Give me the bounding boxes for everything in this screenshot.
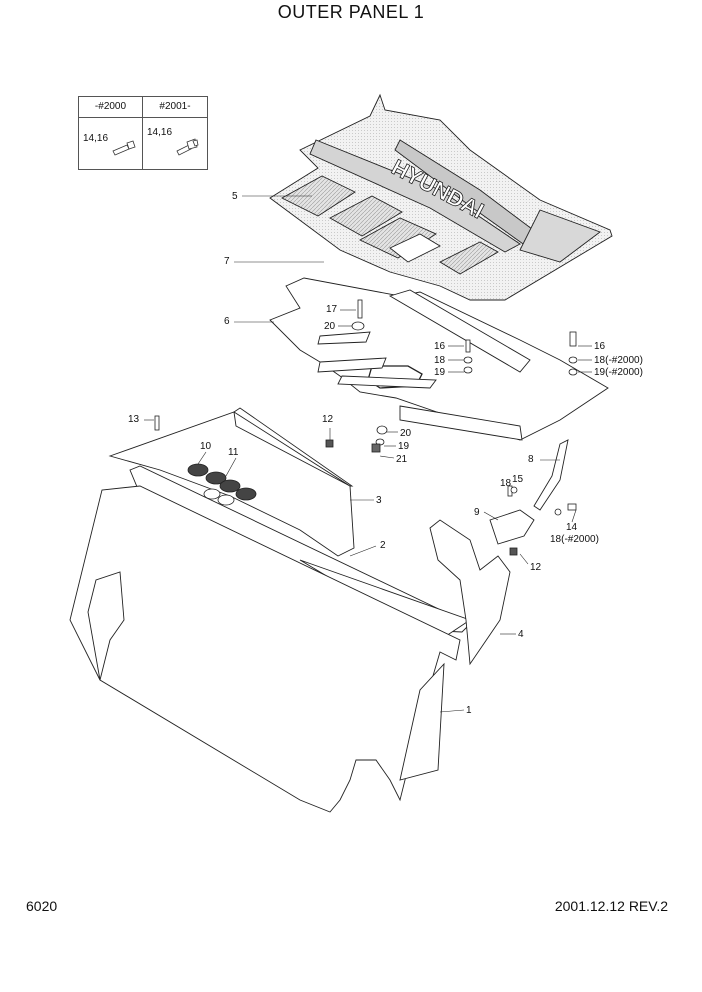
bolt-part-16b [569,331,577,347]
callout-14: 14 [566,522,578,533]
callout-2: 2 [380,540,386,551]
washer-part-19b [568,368,578,376]
bolt-part-16 [465,339,471,353]
bolt-part-14 [567,503,577,511]
callout-11: 11 [228,447,239,458]
callout-18a: 18 [434,355,446,366]
callout-3: 3 [376,495,382,506]
callout-20a: 20 [324,321,336,332]
floor-plate-part-7 [269,277,609,441]
callout-7: 7 [224,256,230,267]
callout-12a: 12 [322,414,334,425]
callout-18b: 18(-#2000) [594,355,643,366]
page-title: OUTER PANEL 1 [277,2,425,22]
callout-6: 6 [224,316,230,327]
nut-part-21 [371,443,381,453]
bolt-part-17 [357,299,363,319]
side-cover-part-4 [429,519,511,666]
callout-10: 10 [200,441,212,452]
main-panel-part-1 [69,485,461,813]
legend-divider [142,117,143,169]
callout-5: 5 [232,191,238,202]
page-number: 6020 [26,898,58,914]
callout-19c: 19 [398,441,410,452]
legend-label-late: 14,16 [147,127,173,138]
callout-21: 21 [396,454,408,465]
callout-17: 17 [326,304,338,315]
washer-part-18 [463,356,473,364]
leader-lines [144,195,592,713]
callout-15: 15 [512,474,524,485]
callout-4: 4 [518,629,524,640]
fasteners [154,299,578,556]
legend-label-early: 14,16 [83,133,109,144]
grommets-part-10-11 [187,463,257,506]
callout-20b: 20 [400,428,412,439]
callout-1: 1 [466,705,472,716]
callout-16b: 16 [594,341,606,352]
callout-8: 8 [528,454,534,465]
callout-19a: 19 [434,367,446,378]
floor-mat-part-5 [269,93,613,301]
variant-legend-table: -#2000 #2001- 14,16 14,16 [78,96,208,170]
washer-part-20 [351,321,365,331]
washer-part-18c [510,486,518,494]
callout-18d: 18(-#2000) [550,534,599,545]
washer-part-18b [568,356,578,364]
callout-16a: 16 [434,341,446,352]
callout-18c: 18 [500,478,512,489]
revision-label: 2001.12.12 REV.2 [554,898,668,914]
legend-bolt-icons [112,138,199,156]
callout-13: 13 [128,414,140,425]
bolt-part-13 [154,415,160,431]
washer-part-19 [463,366,473,374]
bolt-late-icon [176,138,199,156]
callout-12b: 12 [530,562,542,573]
washer-part-18d [554,508,562,516]
legend-header-late: #2001- [143,97,207,118]
washer-part-20b [376,425,388,435]
bolt-early-icon [112,140,136,156]
legend-header-early: -#2000 [79,97,143,118]
nut-part-12b [509,547,518,556]
nut-part-12 [325,439,334,448]
callout-9: 9 [474,507,480,518]
callout-19b: 19(-#2000) [594,367,643,378]
lever-bracket-part-8-9 [489,439,569,545]
